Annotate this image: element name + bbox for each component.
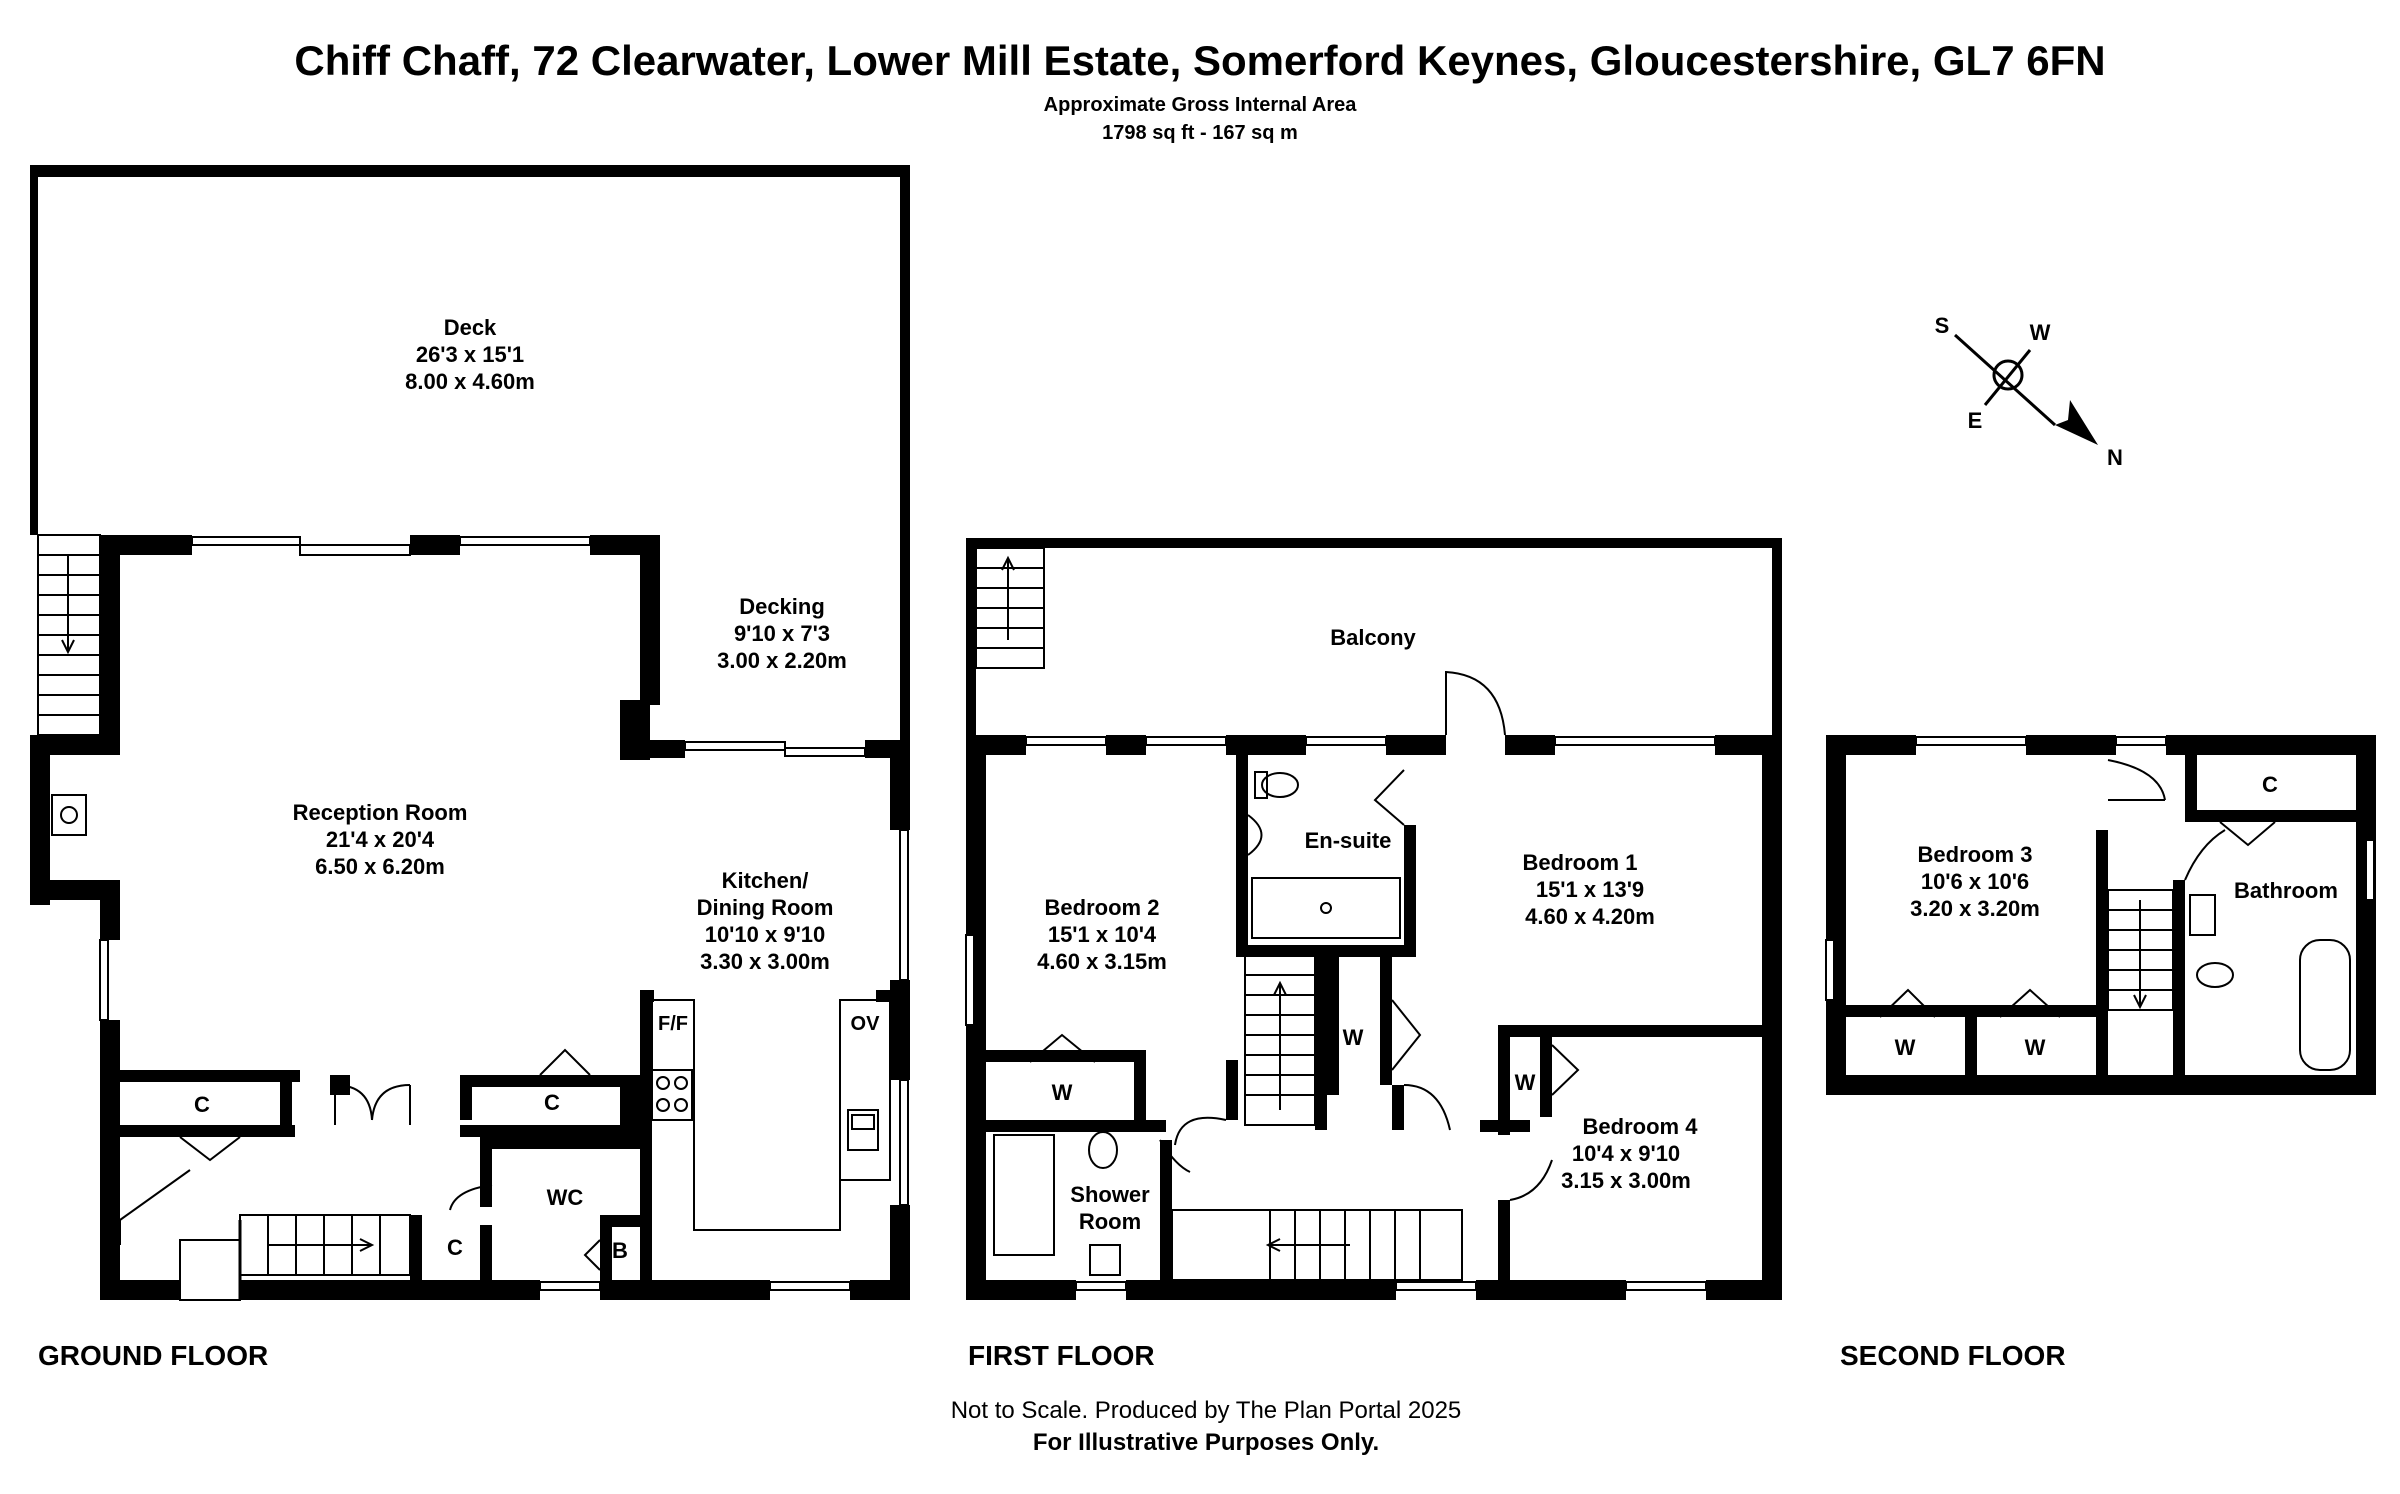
compass-e: E xyxy=(1968,408,1983,433)
reception-metric: 6.50 x 6.20m xyxy=(315,854,445,879)
bedroom3-imperial: 10'6 x 10'6 xyxy=(1921,869,2029,894)
bedroom4-wardrobe: W xyxy=(1515,1070,1536,1095)
bathroom-toilet-icon xyxy=(2196,962,2234,988)
ground-cupboard-1: C xyxy=(194,1092,210,1117)
decking-imperial: 9'10 x 7'3 xyxy=(734,621,830,646)
second-floor-stairs xyxy=(2107,889,2174,1011)
window-reception-left xyxy=(99,939,109,1021)
compass-n: N xyxy=(2107,445,2123,470)
deck-wall-left xyxy=(30,165,38,535)
shower-room-toilet-icon xyxy=(1088,1131,1118,1169)
compass-w: W xyxy=(2030,320,2051,345)
bath-icon xyxy=(2299,939,2351,1071)
reception-imperial: 21'4 x 20'4 xyxy=(326,827,435,852)
deck-stairs xyxy=(37,534,101,736)
bathtub-icon xyxy=(993,1134,1055,1256)
kitchen-name-line2: Dining Room xyxy=(697,895,834,920)
ground-cupboard-3: C xyxy=(447,1235,463,1260)
bedroom1-imperial: 15'1 x 13'9 xyxy=(1536,877,1644,902)
ensuite-basin-icon xyxy=(1247,814,1263,856)
deck-name: Deck xyxy=(444,315,497,340)
shower-room-basin-icon xyxy=(1089,1244,1121,1276)
deck-metric: 8.00 x 4.60m xyxy=(405,369,535,394)
bathroom-cupboard: C xyxy=(2262,772,2278,797)
ensuite-toilet-icon xyxy=(1261,772,1299,798)
sink-icon xyxy=(847,1109,879,1151)
bedroom4-metric: 3.15 x 3.00m xyxy=(1561,1168,1691,1193)
kitchen-imperial: 10'10 x 9'10 xyxy=(705,922,826,947)
footer-disclaimer: Not to Scale. Produced by The Plan Porta… xyxy=(951,1397,1462,1424)
window-kitchen-right xyxy=(899,829,909,981)
shower-room-line2: Room xyxy=(1079,1209,1141,1234)
wc-label: WC xyxy=(547,1185,584,1210)
ground-floor-label: GROUND FLOOR xyxy=(38,1340,268,1371)
bedroom3-metric: 3.20 x 3.20m xyxy=(1910,896,2040,921)
bedroom2-wardrobe: W xyxy=(1052,1080,1073,1105)
fridge-freezer-label: F/F xyxy=(658,1013,688,1035)
area-value: 1798 sq ft - 167 sq m xyxy=(1102,122,1298,144)
ground-stairs xyxy=(239,1214,411,1276)
decking-name: Decking xyxy=(739,594,825,619)
bedroom3-wardrobe-2: W xyxy=(2025,1035,2046,1060)
window-reception-2 xyxy=(459,536,591,546)
first-floor-plan: Balcony En-suite Bedroom 1 15'1 x 13'9 4… xyxy=(965,538,1782,1371)
first-landing-stairs-down xyxy=(1171,1209,1463,1281)
bedroom2-name: Bedroom 2 xyxy=(1045,895,1160,920)
ensuite-label: En-suite xyxy=(1305,828,1392,853)
deck-wall-top xyxy=(30,165,908,177)
bedroom3-name: Bedroom 3 xyxy=(1918,842,2033,867)
first-landing-stairs-up xyxy=(1244,954,1316,1126)
window-bedroom3 xyxy=(1825,939,1835,1001)
hob-icon xyxy=(651,1069,693,1121)
first-floor-label: FIRST FLOOR xyxy=(968,1340,1155,1371)
balcony-stairs xyxy=(975,547,1045,669)
window-reception-1 xyxy=(191,536,301,546)
balcony-label: Balcony xyxy=(1330,625,1416,650)
decking-metric: 3.00 x 2.20m xyxy=(717,648,847,673)
bathroom-basin-icon xyxy=(2189,894,2216,936)
area-label: Approximate Gross Internal Area xyxy=(1044,94,1358,116)
bedroom1-metric: 4.60 x 4.20m xyxy=(1525,904,1655,929)
kitchen-metric: 3.30 x 3.00m xyxy=(700,949,830,974)
second-floor-label: SECOND FLOOR xyxy=(1840,1340,2066,1371)
reception-name: Reception Room xyxy=(293,800,468,825)
window-bedroom2 xyxy=(965,934,975,1026)
deck-wall-right xyxy=(900,165,910,745)
kitchen-name-line1: Kitchen/ xyxy=(722,868,809,893)
bedroom4-name: Bedroom 4 xyxy=(1583,1114,1699,1139)
bathroom-label: Bathroom xyxy=(2234,878,2338,903)
ground-cupboard-2: C xyxy=(544,1090,560,1115)
bedroom1-name: Bedroom 1 xyxy=(1523,850,1638,875)
bedroom4-imperial: 10'4 x 9'10 xyxy=(1572,1141,1680,1166)
deck-imperial: 26'3 x 15'1 xyxy=(416,342,524,367)
bedroom3-wardrobe-1: W xyxy=(1895,1035,1916,1060)
footer-illustrative: For Illustrative Purposes Only. xyxy=(1033,1429,1379,1456)
fireplace-icon xyxy=(51,794,87,836)
reception-right-wall xyxy=(640,535,660,705)
shower-room-line1: Shower xyxy=(1070,1182,1150,1207)
ground-floor-plan: F/F OV xyxy=(30,165,910,1371)
boiler-label: B xyxy=(612,1238,628,1263)
shower-tray-icon xyxy=(1251,877,1401,939)
bedroom1-wardrobe: W xyxy=(1343,1025,1364,1050)
property-title: Chiff Chaff, 72 Clearwater, Lower Mill E… xyxy=(294,37,2105,84)
bedroom2-imperial: 15'1 x 10'4 xyxy=(1048,922,1157,947)
window-bathroom xyxy=(2365,839,2375,901)
second-floor-plan: Bedroom 3 10'6 x 10'6 3.20 x 3.20m Bathr… xyxy=(1825,735,2376,1371)
compass-icon: S W E N xyxy=(1935,313,2123,470)
bedroom2-metric: 4.60 x 3.15m xyxy=(1037,949,1167,974)
compass-s: S xyxy=(1935,313,1950,338)
oven-label: OV xyxy=(851,1013,881,1035)
